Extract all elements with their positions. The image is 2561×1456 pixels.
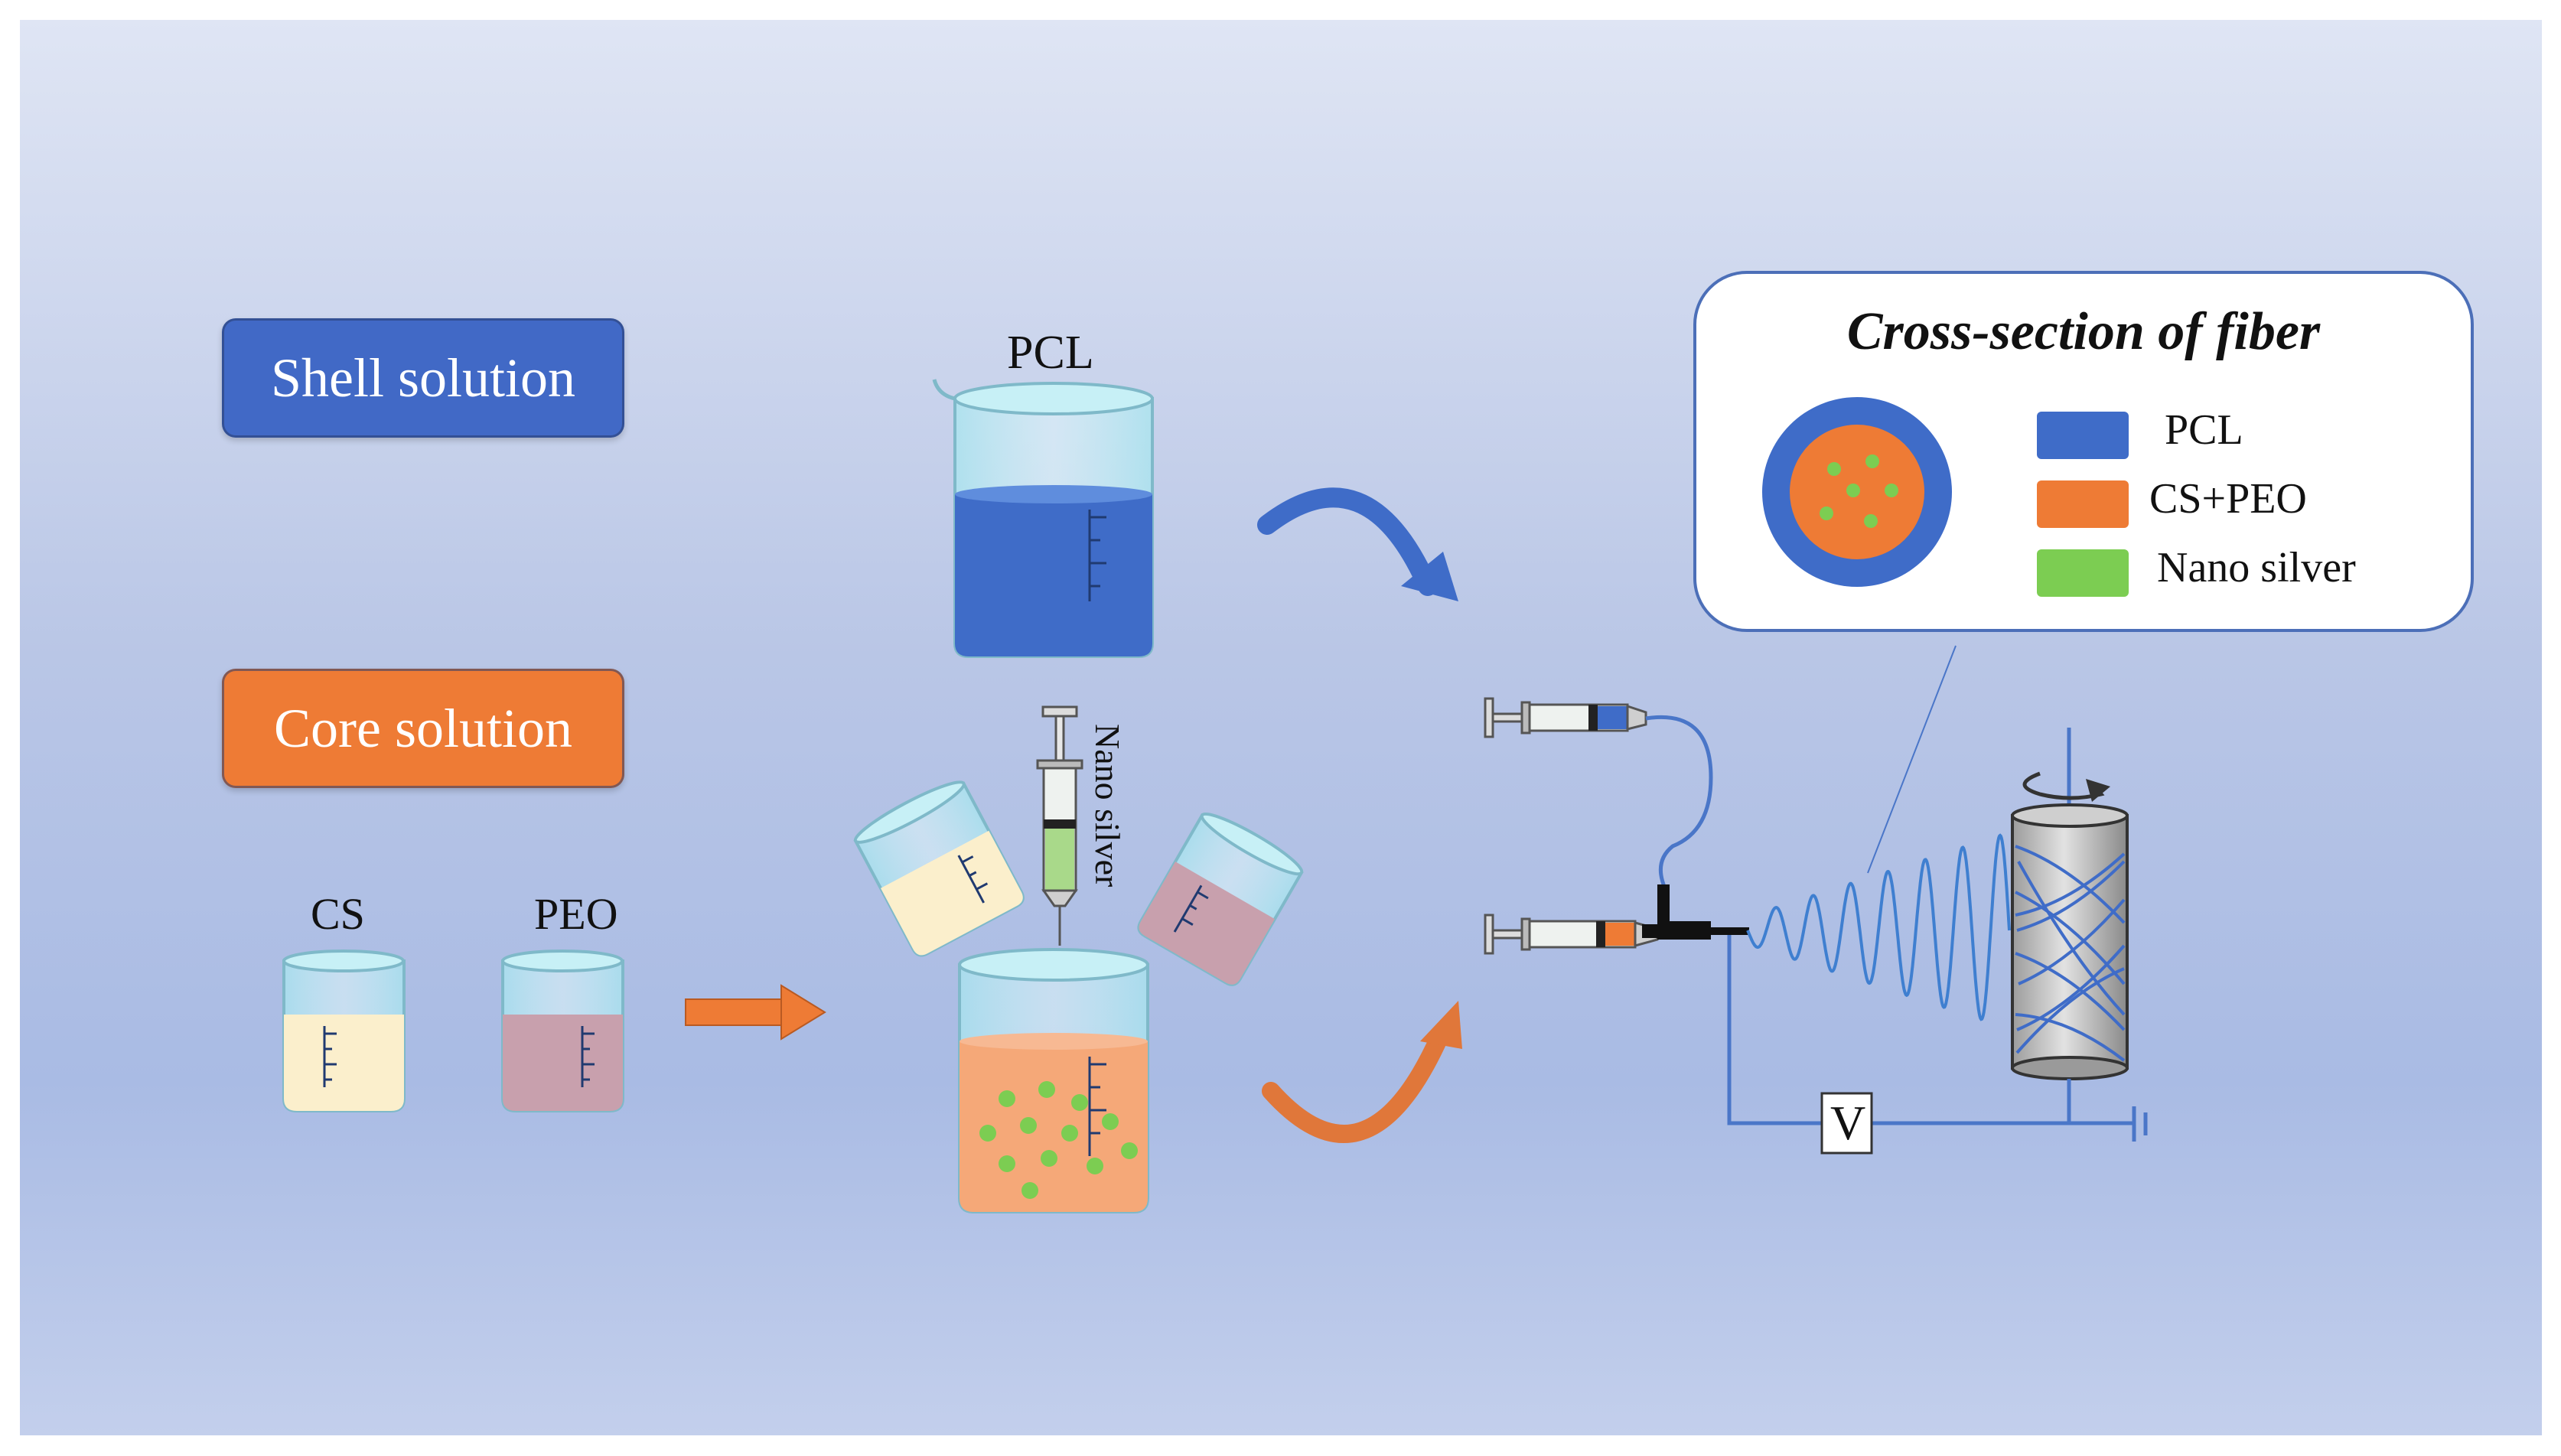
nano-silver-particles <box>979 1081 1138 1199</box>
peo-label: PEO <box>534 889 618 939</box>
shell-solution-label: Shell solution <box>270 347 576 409</box>
legend-leader-line <box>1867 645 1957 874</box>
blue-curved-arrow <box>1257 487 1458 601</box>
core-mixing-beaker <box>958 948 1149 1213</box>
pcl-graduations <box>1088 510 1106 601</box>
cs-liquid <box>284 1015 404 1111</box>
fiber-strand <box>2015 891 2126 985</box>
pcl-beaker <box>932 379 1154 658</box>
fiber-jet <box>1746 833 2011 1021</box>
cs-label: CS <box>311 889 365 939</box>
pcl-label: PCL <box>1007 327 1094 379</box>
tilted-peo-beaker <box>1137 812 1304 986</box>
cs-beaker <box>282 949 406 1112</box>
coaxial-nozzle <box>1642 884 1749 940</box>
fiber-strand <box>2015 967 2125 1054</box>
shell-syringe <box>1484 697 1647 738</box>
pcl-liquid <box>955 494 1152 656</box>
rotating-collector-drum <box>2011 728 2129 1122</box>
orange-straight-arrow <box>685 984 826 1041</box>
orange-curved-arrow <box>1262 1001 1462 1143</box>
core-syringe <box>1484 914 1659 955</box>
legend-swatch-pcl <box>2037 412 2129 459</box>
core-solution-badge: Core solution <box>222 669 624 788</box>
diagram-canvas: Shell solution Core solution PCL CS PEO … <box>20 20 2542 1435</box>
legend-label-nano-silver: Nano silver <box>2157 544 2356 591</box>
fiber-strand <box>2016 944 2126 1031</box>
peo-beaker <box>501 949 624 1112</box>
voltage-label: V <box>1830 1096 1866 1150</box>
high-voltage-circuit <box>1727 935 2148 1142</box>
nano-silver-label: Nano silver <box>1088 724 1127 888</box>
fiber-strand <box>2015 952 2126 1031</box>
cross-section-legend: Cross-section of fiber PCL CS+PEO Nano s… <box>1693 271 2474 632</box>
nano-silver-syringe <box>1036 705 1083 946</box>
fiber-strand <box>2015 852 2126 917</box>
legend-swatch-cs-peo <box>2037 480 2129 528</box>
legend-label-cs-peo: CS+PEO <box>2149 475 2307 523</box>
fiber-strand <box>2015 845 2126 924</box>
voltage-source <box>1820 1092 1873 1155</box>
legend-label-pcl: PCL <box>2165 406 2243 454</box>
peo-liquid <box>503 1015 623 1111</box>
fiber-strand <box>2016 860 2126 932</box>
electrospinning-diagram <box>282 379 2148 1213</box>
legend-swatch-nano-silver <box>2037 549 2129 597</box>
shell-tubing <box>1645 715 1713 889</box>
legend-title: Cross-section of fiber <box>1846 302 2321 361</box>
tilted-cs-beaker <box>853 780 1025 957</box>
fiber-strand <box>2017 861 2126 1016</box>
fiber-strand <box>2015 1013 2126 1062</box>
shell-solution-badge: Shell solution <box>222 318 624 438</box>
fiber-strand <box>2018 898 2126 985</box>
fiber-cross-section <box>1762 397 1952 587</box>
core-solution-label: Core solution <box>274 697 572 759</box>
deposited-fibers <box>2015 845 2126 1062</box>
rotation-arrow <box>2022 771 2105 800</box>
cross-section-particles <box>1820 454 1898 528</box>
